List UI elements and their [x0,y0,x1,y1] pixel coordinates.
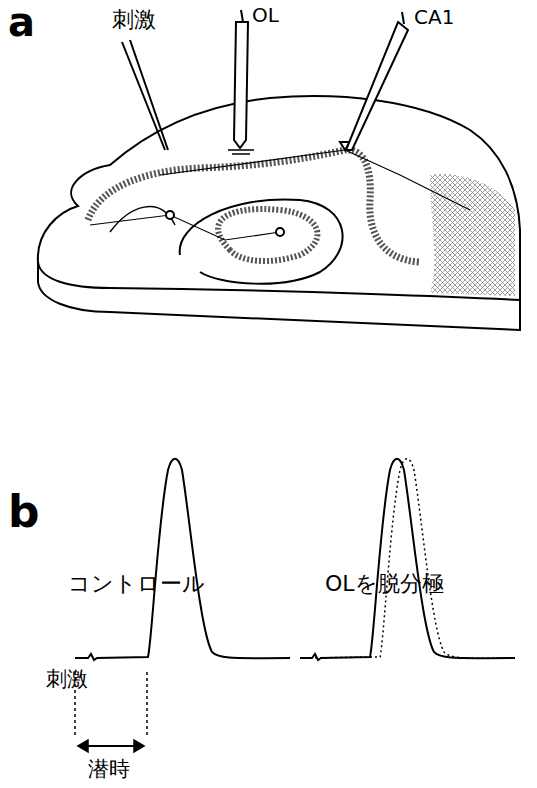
condition-label: OLを脱分極 [325,572,444,596]
electrodes [122,10,408,154]
panel-letter: a [8,0,35,44]
field-potential-traces [75,459,515,660]
electrode-label: OL [252,4,279,26]
electrode-label: 刺激 [112,8,156,32]
electrode-label: CA1 [414,6,454,28]
latency-label: 潜時 [88,758,130,781]
panel-letter: b [8,488,40,536]
condition-label: コントロール [68,572,205,596]
hippocampal-slice [38,96,520,330]
stimulus-label: 刺激 [46,668,88,691]
